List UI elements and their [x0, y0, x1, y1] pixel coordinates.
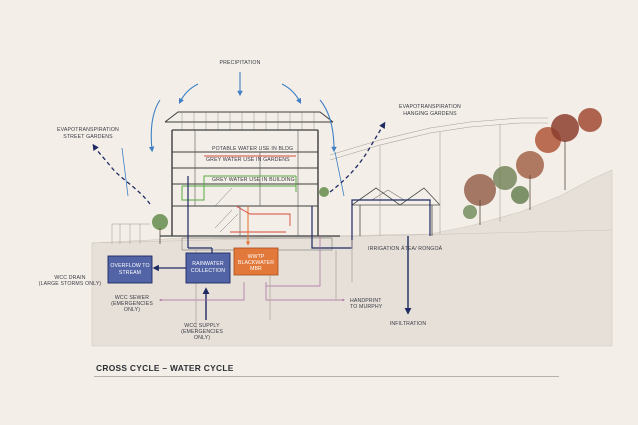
- wwtp-box-label-1: WWTP: [248, 254, 265, 260]
- rainwater-box: [185, 252, 231, 284]
- hillside-trees: [152, 108, 602, 244]
- irrigation-label: IRRIGATION ĀTEA/ RONGOĀ: [368, 245, 443, 252]
- diagram-caption: CROSS CYCLE – WATER CYCLE: [96, 363, 234, 373]
- adjacent-house: [351, 187, 441, 236]
- evapo-street-arrow: [92, 143, 151, 205]
- handprint-label-1: HANDPRINT: [350, 298, 382, 304]
- wwtp-box: [233, 247, 279, 276]
- grey-building-label: GREY WATER USE IN BUILDING: [212, 177, 295, 183]
- overflow-box-label-1: OVERFLOW TO: [110, 263, 149, 269]
- evapo-hanging-label-1: EVAPOTRANSPIRATION: [399, 104, 461, 110]
- evapo-hanging-label-2: HANGING GARDENS: [403, 111, 457, 117]
- rain-down-pipes: [121, 147, 345, 197]
- evapo-hanging-arrow: [329, 121, 386, 193]
- grey-water-lines: [181, 175, 297, 201]
- handprint-label-2: TO MURPHY: [350, 304, 383, 310]
- sewer-lines: [158, 236, 346, 302]
- wwtp-box-label-3: MBR: [250, 266, 262, 272]
- rainwater-box-label-2: COLLECTION: [191, 268, 225, 274]
- evapo-street-label-1: EVAPOTRANSPIRATION: [57, 127, 119, 133]
- wcc-sewer-label-3: ONLY): [124, 307, 140, 313]
- precipitation-arrows: [148, 72, 337, 153]
- caption-divider: [94, 376, 559, 377]
- wcc-supply-label-2: (EMERGENCIES: [181, 329, 223, 335]
- wwtp-box-label-2: BLACKWATER: [238, 260, 274, 266]
- overflow-box: [107, 255, 153, 284]
- building-structure: [160, 111, 340, 251]
- infiltration-label: INFILTRATION: [390, 321, 427, 327]
- rainwater-box-label-1: RAINWATER: [192, 261, 224, 267]
- evapo-street-label-2: STREET GARDENS: [63, 134, 113, 140]
- street-fence: [111, 223, 150, 244]
- grey-gardens-label: GREY WATER USE IN GARDENS: [206, 157, 290, 163]
- overflow-box-label-2: STREAM: [119, 270, 141, 276]
- wcc-drain-label-2: (LARGE STORMS ONLY): [39, 281, 102, 287]
- wcc-supply-label-1: WCC SUPPLY: [184, 323, 220, 329]
- wcc-drain-label-1: WCC DRAIN: [54, 275, 85, 281]
- potable-lines: [204, 155, 296, 233]
- wcc-sewer-label-1: WCC SEWER: [115, 295, 149, 301]
- precipitation-label: PRECIPITATION: [220, 60, 261, 66]
- wcc-supply-label-3: ONLY): [194, 335, 210, 341]
- wcc-sewer-label-2: (EMERGENCIES: [111, 301, 153, 307]
- potable-label: POTABLE WATER USE IN BLDG: [212, 146, 293, 152]
